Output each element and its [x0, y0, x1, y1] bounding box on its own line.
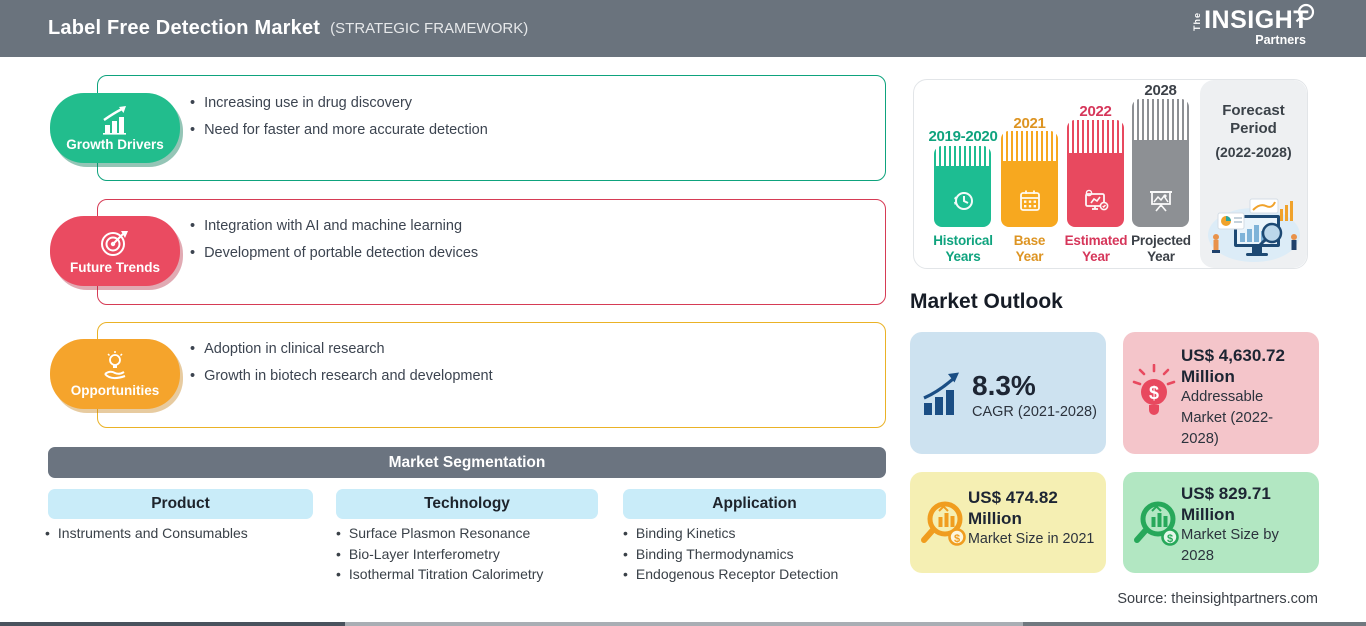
market-outlook-title: Market Outlook — [910, 290, 1063, 313]
base-year-value: 2021 — [1013, 115, 1046, 132]
market-size-2021-value: US$ 474.82 Million — [968, 488, 1058, 528]
future-trends-list: Integration with AI and machine learning… — [190, 218, 478, 272]
market-size-2028-label: Market Size by 2028 — [1181, 527, 1279, 564]
addressable-market-label: Addressable Market (2022-2028) — [1181, 389, 1274, 447]
projected-year-value: 2028 — [1144, 82, 1177, 99]
base-year-label-line1: Base — [1013, 233, 1046, 248]
market-size-2021-card: $ US$ 474.82 Million Market Size in 2021 — [910, 472, 1106, 573]
logo-the-text: The — [1192, 12, 1203, 32]
estimated-year-label-line2: Year — [1082, 249, 1110, 265]
list-item: Instruments and Consumables — [45, 523, 248, 544]
product-list: Instruments and Consumables — [45, 523, 248, 544]
historical-years-label-line1: Historical — [933, 233, 993, 248]
magnifier-ring-icon — [1295, 3, 1315, 23]
estimated-year-label-line1: Estimated — [1064, 233, 1128, 248]
list-item: Development of portable detection device… — [190, 245, 478, 261]
growth-drivers-pill: Growth Drivers — [50, 93, 180, 163]
growth-drivers-list: Increasing use in drug discovery Need fo… — [190, 95, 488, 149]
opportunities-label: Opportunities — [70, 382, 160, 398]
base-year-label-line2: Year — [1015, 249, 1044, 265]
market-segmentation-bar: Market Segmentation — [48, 447, 886, 478]
list-item: Bio-Layer Interferometry — [336, 544, 543, 565]
estimated-year-value: 2022 — [1079, 103, 1112, 120]
clock-icon — [953, 192, 973, 210]
magnifier-money-icon: $ — [921, 501, 966, 546]
list-item: Increasing use in drug discovery — [190, 95, 488, 111]
base-year-bar — [1001, 131, 1058, 227]
list-item: Surface Plasmon Resonance — [336, 523, 543, 544]
market-size-2028-value: US$ 829.71 Million — [1181, 484, 1271, 524]
technology-list: Surface Plasmon Resonance Bio-Layer Inte… — [336, 523, 544, 585]
estimated-year-bar — [1067, 120, 1124, 227]
list-item: Endogenous Receptor Detection — [623, 564, 838, 585]
projector-screen-icon — [1149, 191, 1172, 212]
bulb-dollar-icon: $ — [1132, 364, 1176, 415]
opportunities-list: Adoption in clinical research Growth in … — [190, 341, 493, 395]
magnifier-money-icon: $ — [1134, 501, 1179, 546]
cagr-card: 8.3% CAGR (2021-2028) — [910, 332, 1106, 454]
calendar-icon — [1019, 190, 1040, 211]
target-dart-icon — [101, 230, 128, 256]
list-item: Isothermal Titration Calorimetry — [336, 564, 544, 585]
svg-text:$: $ — [954, 533, 960, 545]
opportunities-pill: Opportunities — [50, 339, 180, 409]
segment-header-technology: Technology — [336, 489, 598, 519]
list-item: Need for faster and more accurate detect… — [190, 122, 488, 138]
projected-year-label-line2: Year — [1147, 249, 1175, 265]
historical-years-label-line2: Years — [945, 249, 981, 265]
svg-text:$: $ — [1149, 383, 1159, 403]
hand-bulb-icon — [104, 350, 126, 379]
projected-year-bar — [1132, 99, 1189, 227]
insight-partners-logo: The INSIGHT Partners — [1192, 3, 1315, 48]
segment-header-application: Application — [623, 489, 886, 519]
page-title: Label Free Detection Market — [48, 17, 321, 39]
list-item: Binding Kinetics — [623, 523, 838, 544]
projected-year-label-line1: Projected — [1131, 233, 1191, 248]
list-item: Binding Thermodynamics — [623, 544, 838, 565]
forecast-period-years: (2022-2028) — [1215, 143, 1292, 160]
bottom-strip-dark — [0, 622, 345, 626]
application-list: Binding Kinetics Binding Thermodynamics … — [623, 523, 838, 585]
list-item: Integration with AI and machine learning — [190, 218, 478, 234]
addressable-market-value: US$ 4,630.72 Million — [1181, 346, 1285, 386]
market-size-2028-card: $ US$ 829.71 Million Market Size by 2028 — [1123, 472, 1319, 573]
addressable-market-card: $ US$ 4,630.72 Million Addressable Marke… — [1123, 332, 1319, 454]
forecast-line1: Forecast — [1222, 102, 1285, 119]
historical-years-bar — [934, 146, 991, 227]
logo-partners-text: Partners — [1255, 33, 1306, 48]
bottom-strip-gray — [1023, 622, 1366, 626]
list-item: Growth in biotech research and developme… — [190, 368, 493, 384]
cagr-value: 8.3% — [972, 370, 1036, 401]
header-bar: Label Free Detection Market (STRATEGIC F… — [0, 0, 1366, 57]
growth-arrow-chart-icon — [923, 372, 959, 415]
bar-chart-growth-icon — [103, 105, 126, 135]
analytics-illustration — [1208, 198, 1300, 262]
segment-header-product: Product — [48, 489, 313, 519]
monitor-gear-icon — [1084, 189, 1108, 211]
forecast-line2: Period — [1230, 120, 1277, 138]
logo-insight-text: INSIGHT — [1204, 5, 1309, 34]
svg-text:$: $ — [1167, 533, 1173, 545]
source-text: Source: theinsightpartners.com — [1117, 591, 1318, 607]
page-subtitle: (STRATEGIC FRAMEWORK) — [330, 20, 529, 37]
bottom-strip-light — [345, 622, 1023, 626]
future-trends-label: Future Trends — [69, 259, 160, 275]
market-size-2021-label: Market Size in 2021 — [968, 531, 1095, 547]
historical-years-value: 2019-2020 — [928, 128, 998, 145]
list-item: Adoption in clinical research — [190, 341, 493, 357]
growth-drivers-label: Growth Drivers — [66, 136, 164, 152]
future-trends-pill: Future Trends — [50, 216, 180, 286]
cagr-label: CAGR (2021-2028) — [972, 404, 1097, 420]
